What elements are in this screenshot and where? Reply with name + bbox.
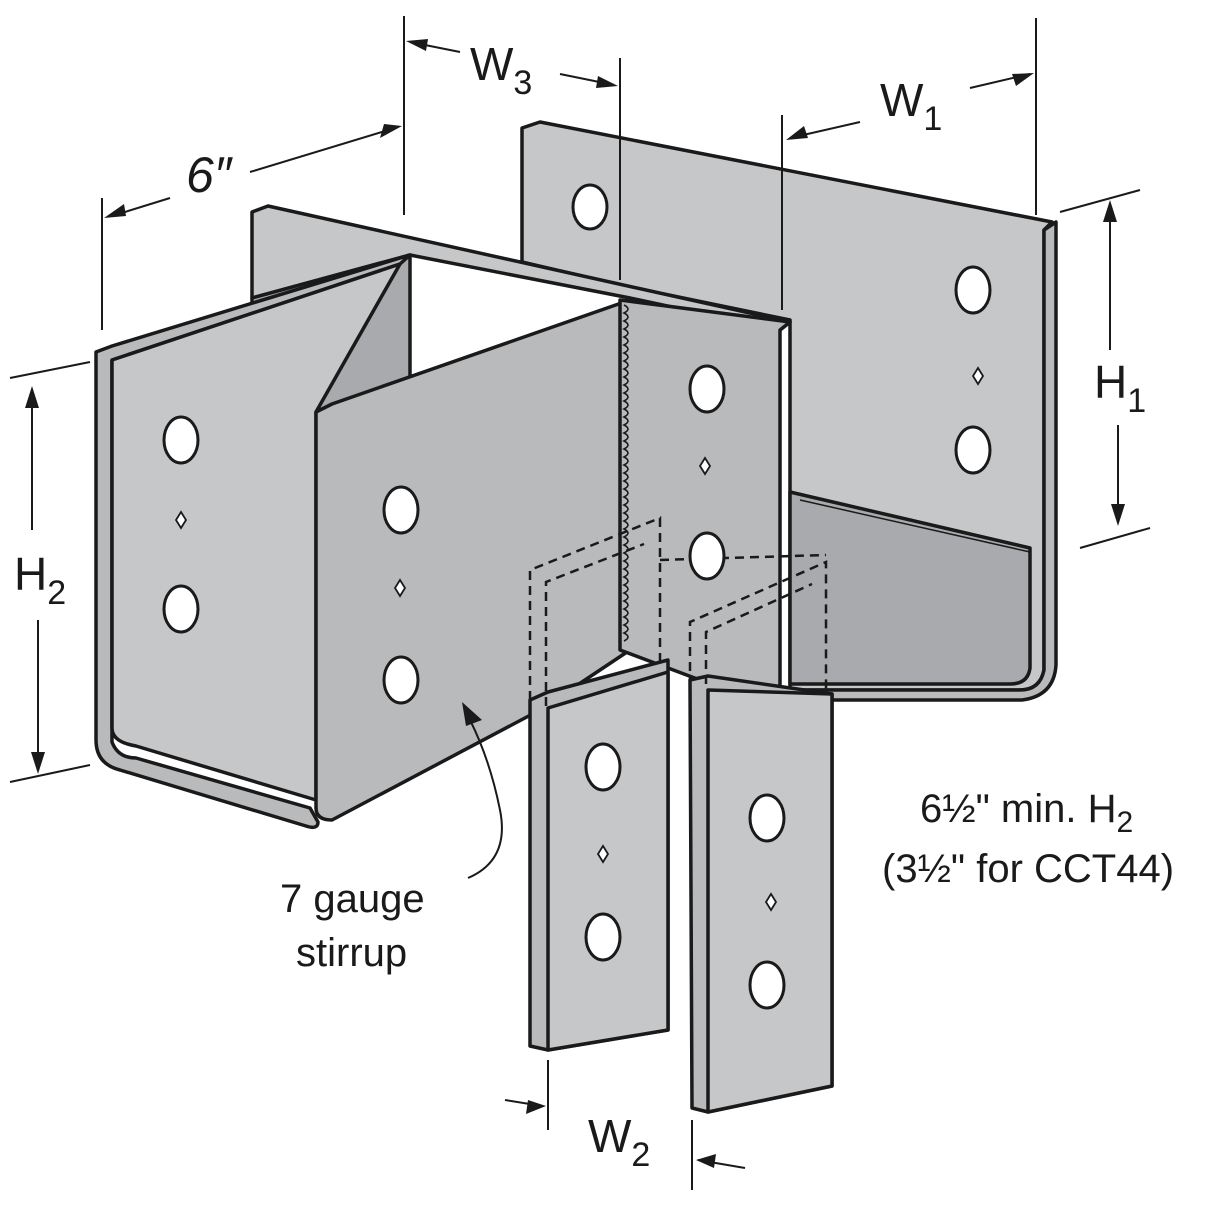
hidden-right-stirrup — [688, 560, 828, 690]
stirrup-label-line2: stirrup — [296, 931, 407, 975]
hole-icon — [571, 183, 609, 231]
hole-icon — [382, 485, 420, 535]
hole-icon — [584, 912, 622, 962]
note-min-h2: 6½" min. H2 — [920, 787, 1133, 839]
diamond-hole-icon — [393, 578, 407, 598]
label-h1: H1 — [1094, 356, 1146, 420]
label-w2: W2 — [588, 1110, 650, 1174]
rear-bracket — [520, 120, 1058, 702]
weld-seam — [622, 304, 629, 642]
stirrup-label-line1: 7 gauge — [280, 877, 425, 921]
label-6-inch: 6″ — [186, 147, 234, 203]
hole-icon — [688, 531, 726, 581]
diamond-hole-icon — [174, 510, 188, 530]
diamond-hole-icon — [698, 456, 712, 476]
stirrup-callout-line — [467, 719, 503, 879]
diamond-hole-icon — [596, 844, 610, 864]
hole-icon — [748, 960, 786, 1010]
label-w1: W1 — [880, 74, 942, 138]
hole-icon — [688, 364, 726, 414]
hole-icon — [382, 655, 420, 705]
hole-icon — [748, 793, 786, 843]
hole-icon — [162, 584, 200, 634]
hole-icon — [954, 425, 992, 475]
front-bracket — [94, 204, 792, 830]
hole-icon — [584, 742, 622, 792]
hidden-right-stirrup-inner — [704, 582, 813, 684]
diamond-holes — [174, 366, 985, 912]
left-leg-face — [546, 670, 670, 1052]
diamond-hole-icon — [764, 892, 778, 912]
fastener-holes — [162, 183, 992, 1010]
front-left-wall — [94, 253, 412, 830]
note-cct44: (3½" for CCT44) — [882, 847, 1174, 891]
dimension-lines — [9, 16, 1151, 1190]
hidden-left-stirrup-inner — [544, 542, 645, 706]
rear-floor — [788, 490, 1032, 686]
hidden-top-line — [659, 553, 827, 562]
label-w3: W3 — [470, 38, 532, 102]
hole-icon — [162, 415, 200, 465]
diamond-hole-icon — [971, 366, 985, 386]
hidden-left-stirrup — [528, 516, 662, 700]
hole-icon — [954, 265, 992, 315]
label-h2: H2 — [14, 548, 66, 612]
rear-floor-line — [799, 499, 1031, 553]
